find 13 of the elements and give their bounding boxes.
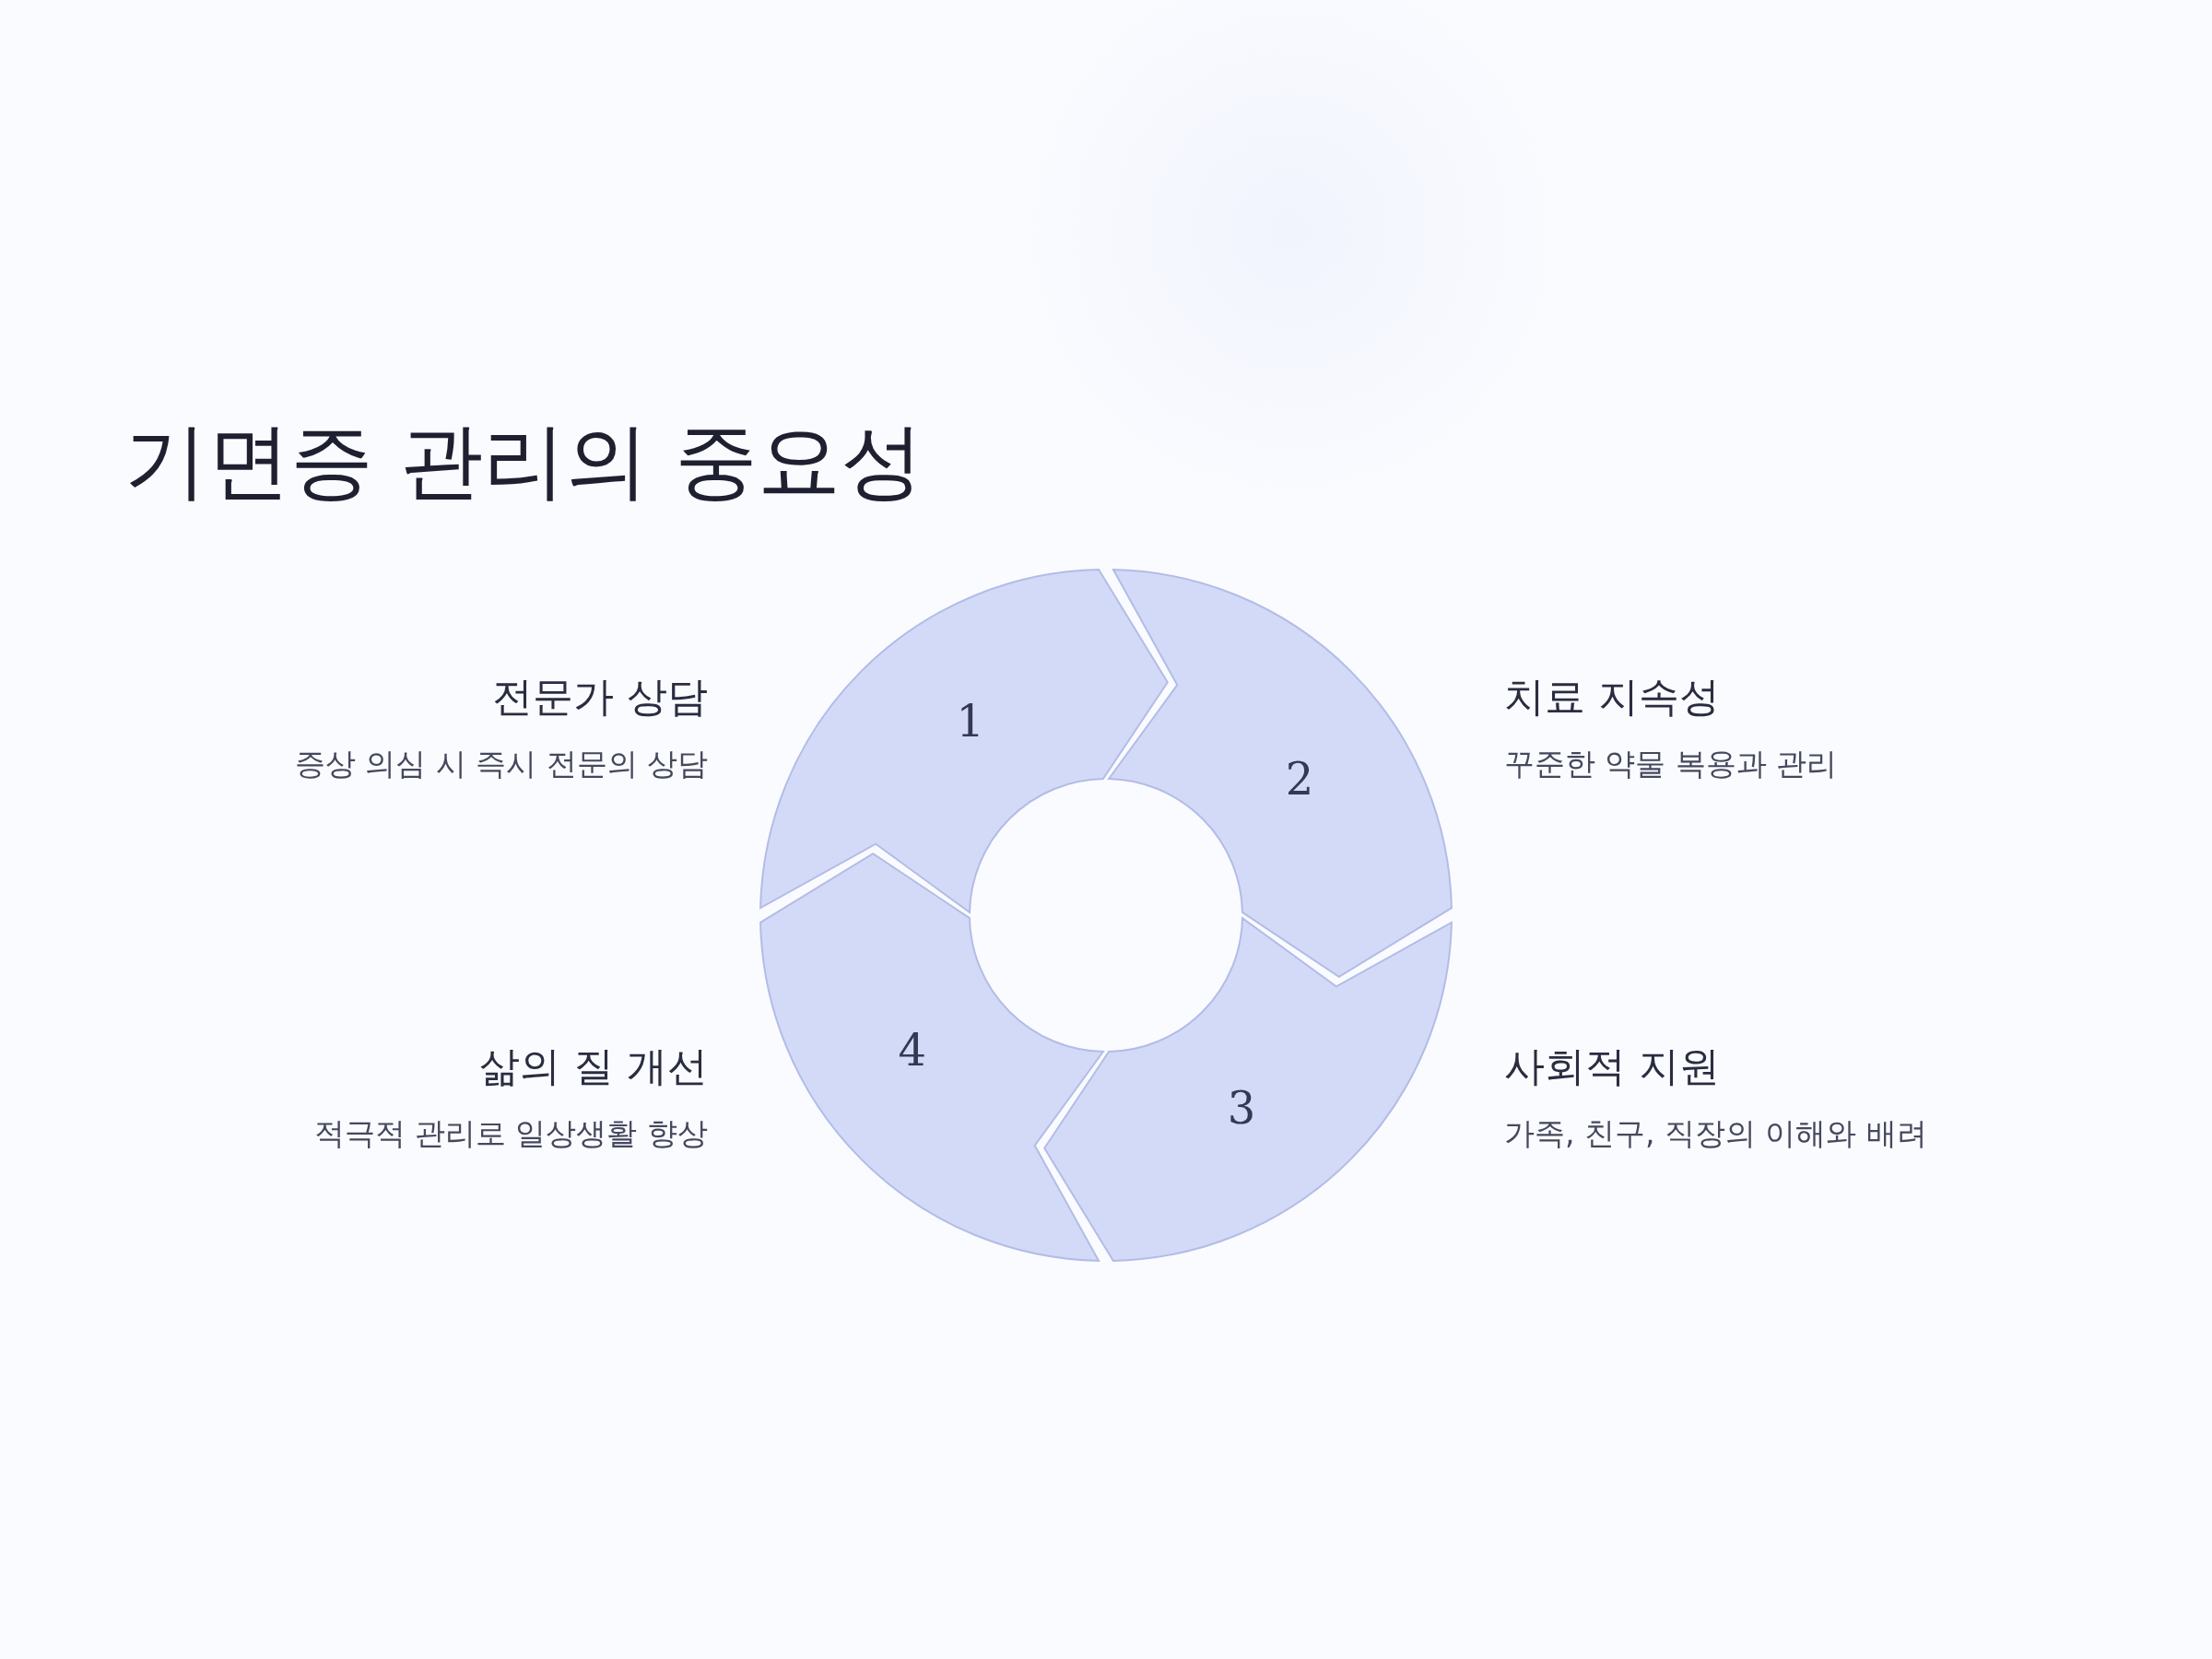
page-title: 기면증 관리의 중요성	[124, 411, 924, 511]
step-number: 2	[1285, 752, 1314, 805]
step-number: 1	[956, 694, 985, 747]
step-description: 적극적 관리로 일상생활 향상	[313, 1114, 708, 1153]
step-description: 증상 의심 시 즉시 전문의 상담	[294, 745, 708, 783]
step-description: 꾸준한 약물 복용과 관리	[1504, 745, 1838, 783]
step-heading: 전문가 상담	[492, 672, 708, 722]
step-number: 4	[898, 1024, 927, 1077]
step-heading: 사회적 지원	[1504, 1041, 1720, 1091]
step-heading: 치료 지속성	[1504, 672, 1720, 722]
step-description: 가족, 친구, 직장의 이해와 배려	[1504, 1114, 1927, 1153]
step-heading: 삶의 질 개선	[479, 1041, 708, 1091]
step-number: 3	[1227, 1082, 1256, 1135]
